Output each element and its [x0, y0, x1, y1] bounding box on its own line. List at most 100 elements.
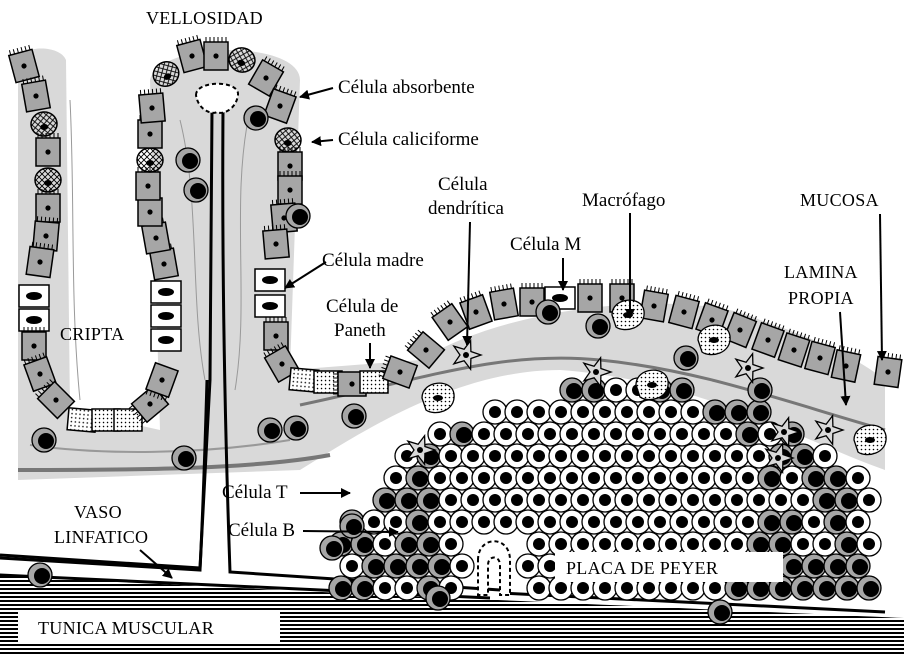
celula-t-lymphocyte	[428, 554, 452, 578]
celula-t-lymphocyte	[176, 148, 200, 172]
celula-t-lymphocyte	[320, 536, 344, 560]
stem-cell	[255, 295, 285, 317]
celula-b-lymphocyte	[637, 488, 661, 512]
celula-b-lymphocyte	[571, 444, 595, 468]
celula-b-lymphocyte	[681, 488, 705, 512]
celula-b-lymphocyte	[516, 510, 540, 534]
celula-t-lymphocyte	[670, 378, 694, 402]
celula-b-lymphocyte	[428, 422, 452, 446]
label-celula-dendritica-1: Célula	[438, 174, 488, 195]
celula-t-lymphocyte	[857, 576, 881, 600]
celula-t-lymphocyte	[28, 563, 52, 587]
celula-b-lymphocyte	[670, 422, 694, 446]
celula-b-lymphocyte	[747, 488, 771, 512]
celula-t-lymphocyte	[736, 422, 760, 446]
celula-t-lymphocyte	[258, 418, 282, 442]
celula-b-lymphocyte	[582, 466, 606, 490]
label-celula-absorbente: Célula absorbente	[338, 77, 475, 98]
label-tunica-muscular: TUNICA MUSCULAR	[38, 618, 214, 638]
abs-cell	[578, 279, 602, 312]
abs-cell	[36, 189, 60, 222]
celula-b-lymphocyte	[813, 444, 837, 468]
label-vaso-1: VASO	[74, 502, 122, 522]
label-vaso-2: LINFATICO	[54, 527, 148, 547]
celula-t-lymphocyte	[835, 532, 859, 556]
celula-b-lymphocyte	[615, 488, 639, 512]
abs-cell	[278, 147, 302, 180]
celula-b-lymphocyte	[450, 554, 474, 578]
arrow-mucosa	[880, 214, 882, 360]
celula-b-lymphocyte	[549, 488, 573, 512]
celula-t-lymphocyte	[184, 178, 208, 202]
celula-t-lymphocyte	[284, 416, 308, 440]
celula-b-lymphocyte	[813, 532, 837, 556]
celula-b-lymphocyte	[615, 444, 639, 468]
celula-b-lymphocyte	[692, 466, 716, 490]
celula-b-lymphocyte	[505, 400, 529, 424]
label-celula-paneth-2: Paneth	[334, 320, 386, 341]
celula-b-lymphocyte	[626, 510, 650, 534]
label-cripta: CRIPTA	[60, 324, 124, 344]
celula-b-lymphocyte	[593, 488, 617, 512]
celula-t-lymphocyte	[395, 488, 419, 512]
celula-t-lymphocyte	[384, 554, 408, 578]
celula-b-lymphocyte	[637, 400, 661, 424]
celula-b-lymphocyte	[483, 488, 507, 512]
celula-t-lymphocyte	[824, 466, 848, 490]
celula-b-lymphocyte	[428, 510, 452, 534]
celula-t-lymphocyte	[340, 514, 364, 538]
celula-b-lymphocyte	[439, 488, 463, 512]
abs-cell	[22, 327, 46, 360]
celula-b-lymphocyte	[428, 466, 452, 490]
celula-t-lymphocyte	[450, 422, 474, 446]
celula-b-lymphocyte	[560, 466, 584, 490]
celula-t-lymphocyte	[362, 554, 386, 578]
celula-t-lymphocyte	[560, 378, 584, 402]
celula-b-lymphocyte	[857, 532, 881, 556]
celula-t-lymphocyte	[32, 428, 56, 452]
celula-b-lymphocyte	[439, 444, 463, 468]
celula-b-lymphocyte	[736, 466, 760, 490]
celula-b-lymphocyte	[527, 576, 551, 600]
celula-b-lymphocyte	[439, 532, 463, 556]
label-celula-madre: Célula madre	[322, 250, 424, 271]
celula-t-lymphocyte	[835, 488, 859, 512]
celula-b-lymphocyte	[791, 488, 815, 512]
celula-t-lymphocyte	[725, 400, 749, 424]
arrow-celula-absorbente	[300, 88, 333, 97]
celula-b-lymphocyte	[791, 532, 815, 556]
celula-t-lymphocyte	[747, 400, 771, 424]
celula-b-lymphocyte	[516, 554, 540, 578]
celula-b-lymphocyte	[384, 466, 408, 490]
arrow-celula-b	[303, 531, 398, 532]
celula-b-lymphocyte	[703, 444, 727, 468]
label-macrofago: Macrófago	[582, 190, 665, 211]
celula-b-lymphocyte	[516, 422, 540, 446]
celula-t-lymphocyte	[835, 576, 859, 600]
celula-b-lymphocyte	[714, 466, 738, 490]
label-celula-b: Célula B	[228, 520, 295, 541]
celula-t-lymphocyte	[582, 378, 606, 402]
celula-t-lymphocyte	[791, 576, 815, 600]
celula-b-lymphocyte	[461, 488, 485, 512]
celula-b-lymphocyte	[593, 444, 617, 468]
label-celula-paneth-1: Célula de	[326, 296, 398, 317]
celula-b-lymphocyte	[604, 510, 628, 534]
celula-t-lymphocyte	[342, 404, 366, 428]
celula-b-lymphocyte	[659, 488, 683, 512]
celula-b-lymphocyte	[637, 444, 661, 468]
celula-b-lymphocyte	[846, 510, 870, 534]
stem-cell	[151, 281, 181, 303]
celula-b-lymphocyte	[538, 466, 562, 490]
celula-b-lymphocyte	[516, 466, 540, 490]
celula-t-lymphocyte	[395, 532, 419, 556]
celula-b-lymphocyte	[549, 444, 573, 468]
celula-b-lymphocyte	[461, 444, 485, 468]
celula-t-lymphocyte	[536, 300, 560, 324]
celula-b-lymphocyte	[527, 444, 551, 468]
celula-b-lymphocyte	[527, 400, 551, 424]
label-lamina-propia-2: PROPIA	[788, 288, 854, 308]
celula-b-lymphocyte	[681, 444, 705, 468]
celula-b-lymphocyte	[659, 400, 683, 424]
